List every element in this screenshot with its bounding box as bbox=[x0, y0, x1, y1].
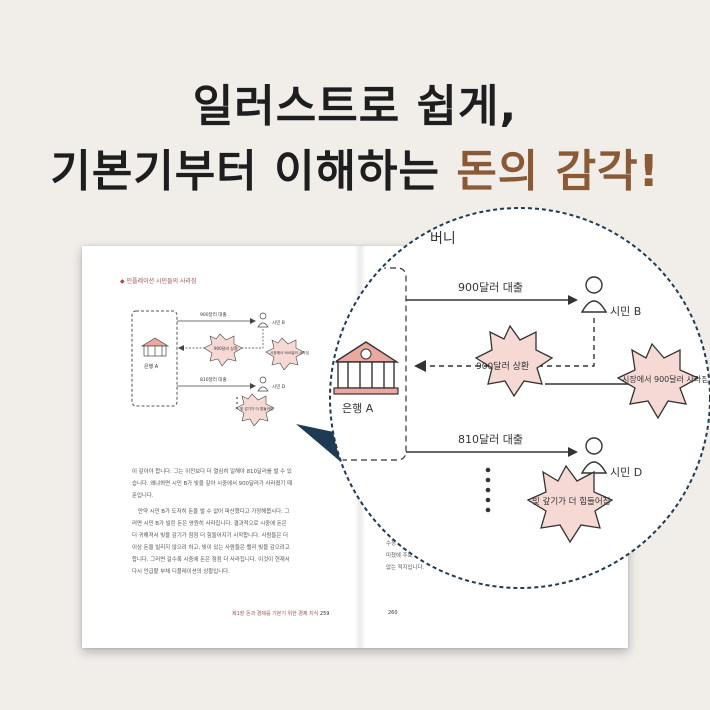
diagram-title: ◆ 인플레이션 시민들의 사라짐 bbox=[120, 278, 197, 285]
zoom-citizen-d-icon bbox=[580, 437, 608, 474]
small-burst-vanish bbox=[265, 337, 305, 371]
left-paragraph-line: 이상 돈을 빌리지 않으려 하고, 빚이 있는 사람들은 빨리 빚을 갚으려고 bbox=[132, 545, 290, 551]
zoom-burst-repay-label: 900달러 상환 bbox=[476, 360, 529, 372]
left-paragraph-line: 문입니다. bbox=[132, 493, 154, 499]
small-citizen-b-label: 시민 B bbox=[272, 319, 285, 326]
left-footer-chapter: 제1장 돈과 경제를 기본기 위한 경제 지식 bbox=[232, 611, 319, 617]
zoom-bank-label: 은행 A bbox=[342, 402, 374, 415]
zoom-burst-harder bbox=[526, 464, 614, 544]
left-paragraph-line: 만약 시민 B가 도저히 돈을 벌 수 없어 파산했다고 가정해봅시다. 그 bbox=[138, 509, 290, 515]
zoom-bank-icon bbox=[332, 341, 400, 395]
left-page-body: 이 갚아야 합니다. 그는 이전보다 더 열심히 일해야 810달러를 벌 수 … bbox=[132, 466, 352, 578]
small-burst-vanish-label: 시장에서 900달러 사라짐 bbox=[270, 350, 309, 355]
left-paragraph-line: 이 갚아야 합니다. 그는 이전보다 더 열심히 일해야 810달러를 벌 수 … bbox=[132, 469, 292, 475]
left-page-diagram: 은행 A 900달러 대출 시민 B 900달러 상환 시장에서 900달러 사… bbox=[131, 310, 309, 427]
small-citizen-d-label: 시민 D bbox=[272, 383, 286, 390]
left-page-number: 259 bbox=[319, 611, 330, 617]
right-page-footer: 260 bbox=[388, 610, 398, 616]
zoom-bottom-arrow-label: 810달러 대출 bbox=[458, 433, 523, 446]
zoom-top-arrow-label: 900달러 대출 bbox=[458, 281, 523, 294]
zoom-citizen-d-label: 시민 D bbox=[610, 466, 642, 479]
headline-line-2-main: 기본기부터 이해하는 bbox=[50, 146, 457, 197]
headline-line-2-accent: 돈의 감각! bbox=[456, 146, 660, 197]
left-paragraph-line: 합니다. 그러면 갈수록 시중에 돈은 점점 더 사라집니다. 이것이 현재서 bbox=[132, 557, 290, 563]
headline-line-1-text: 일러스트로 쉽게, bbox=[192, 81, 518, 132]
small-burst-harder-label: 빚 갚기가 더 힘들어짐 bbox=[240, 406, 273, 411]
small-top-arrow-label: 900달러 대출 bbox=[200, 311, 227, 318]
zoom-citizen-b-label: 시민 B bbox=[610, 305, 641, 318]
right-paragraph-line: 없는 적지입니다. bbox=[386, 565, 425, 571]
zoom-burst-harder-label: 빚 갚기가 더 힘들어짐 bbox=[532, 496, 611, 507]
small-bottom-arrow-label: 810달러 대출 bbox=[200, 376, 227, 383]
small-bank-icon bbox=[140, 337, 170, 357]
zoom-burst-repay bbox=[474, 324, 554, 398]
small-burst-repay bbox=[203, 333, 243, 367]
left-paragraph-line: 다시 언급할 부채 디플레이션의 상황입니다. bbox=[132, 569, 230, 575]
small-citizen-b-icon bbox=[257, 312, 269, 328]
bank-dashed-box bbox=[131, 310, 178, 407]
right-page-number: 260 bbox=[388, 610, 398, 616]
zoom-return-path bbox=[424, 318, 595, 367]
small-bank-label: 은행 A bbox=[144, 363, 159, 370]
zoom-burst-vanish-label: 시장에서 900달러 사라짐 bbox=[622, 374, 709, 384]
left-paragraph-line: 러면 시민 B가 빌린 돈은 영원히 사라집니다. 결과적으로 시중에 돈은 bbox=[132, 521, 287, 527]
zoom-circle bbox=[329, 207, 710, 589]
zoom-top-cut-label: 버니 bbox=[430, 231, 456, 247]
right-paragraph-line: 미쳤에 주요 제품들이 bbox=[386, 553, 435, 559]
small-burst-repay-label: 900달러 상환 bbox=[214, 345, 238, 351]
small-burst-harder bbox=[235, 393, 275, 427]
left-paragraph-line: 더 귀해져서 빚을 갚기가 점점 더 힘들어지기 시작합니다. 사람들은 더 bbox=[132, 533, 288, 539]
right-page-body: 수정 미쳤에 주요 제품들이 없는 적지입니다. bbox=[386, 538, 586, 574]
right-paragraph-line: 수정 bbox=[386, 541, 396, 547]
left-paragraph-line: 습니다. 왜냐하면 시민 B가 빚을 갚아 시중에서 900달러가 사라졌기 때 bbox=[132, 481, 293, 487]
headline-line-2: 기본기부터 이해하는 돈의 감각! bbox=[0, 135, 710, 199]
left-page-footer: 제1장 돈과 경제를 기본기 위한 경제 지식 259 bbox=[232, 610, 329, 617]
small-citizen-d-icon bbox=[257, 376, 269, 392]
zoom-burst-vanish bbox=[616, 342, 700, 420]
headline-line-1: 일러스트로 쉽게, bbox=[0, 70, 710, 134]
zoom-citizen-b-icon bbox=[580, 276, 608, 313]
